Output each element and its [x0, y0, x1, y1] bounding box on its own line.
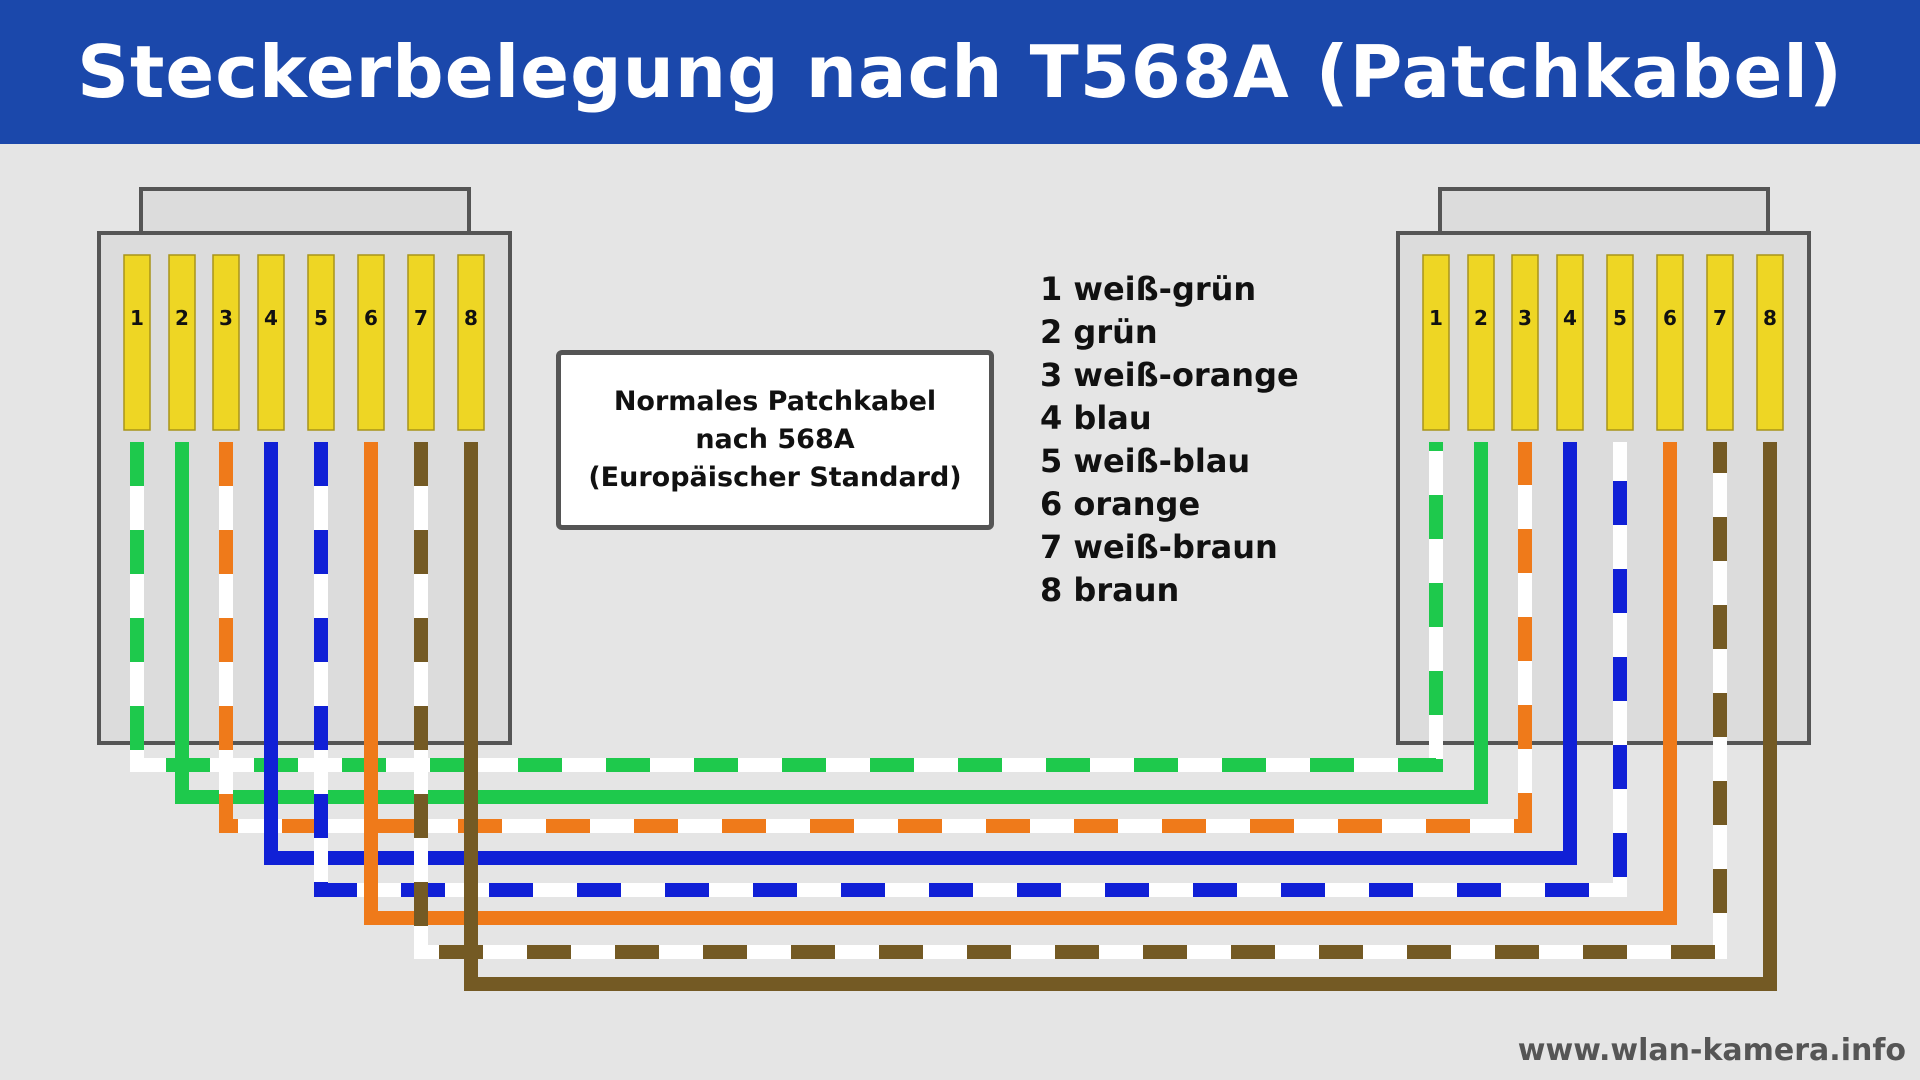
wire-5 [314, 442, 1627, 897]
pin-label: 4 [1563, 306, 1577, 330]
pin-body [457, 254, 485, 431]
pin-left-6: 6 [357, 254, 385, 431]
pin-label: 5 [1613, 306, 1627, 330]
pin-body [1656, 254, 1684, 431]
pin-label: 5 [314, 306, 328, 330]
wire-solid [175, 442, 1488, 804]
pin-body [1706, 254, 1734, 431]
pin-label: 7 [1713, 306, 1727, 330]
wire-stripe-color [130, 442, 1443, 772]
pin-label: 4 [264, 306, 278, 330]
info-box-line1: Normales Patchkabel [613, 386, 937, 417]
pin-body [1422, 254, 1450, 431]
pin-right-7: 7 [1706, 254, 1734, 431]
wire-stripe-color [314, 442, 1627, 897]
connector-right-pins: 1 2 3 4 5 6 7 8 [1422, 254, 1784, 431]
wire-6 [364, 442, 1677, 925]
pin-body [1511, 254, 1539, 431]
pin-right-1: 1 [1422, 254, 1450, 431]
pin-label: 2 [1474, 306, 1488, 330]
wire-8 [464, 442, 1777, 991]
legend-item: 6 orange [1040, 485, 1201, 523]
pin-label: 1 [130, 306, 144, 330]
connector-right-body [1396, 231, 1811, 745]
pin-left-3: 3 [212, 254, 240, 431]
legend-item: 1 weiß-grün [1040, 270, 1257, 308]
pin-right-8: 8 [1756, 254, 1784, 431]
pin-left-1: 1 [123, 254, 151, 431]
color-legend: 1 weiß-grün 2 grün 3 weiß-orange 4 blau … [1040, 268, 1299, 612]
connector-left-pins: 1 2 3 4 5 6 7 8 [123, 254, 485, 431]
wire-1 [130, 442, 1443, 772]
pin-body [257, 254, 285, 431]
pin-label: 8 [1763, 306, 1777, 330]
pin-left-2: 2 [168, 254, 196, 431]
pin-body [357, 254, 385, 431]
pin-body [1756, 254, 1784, 431]
connector-right: 1 2 3 4 5 6 7 8 [1396, 187, 1811, 745]
pin-body [1467, 254, 1495, 431]
pin-label: 6 [364, 306, 378, 330]
info-box: Normales Patchkabel nach 568A (Europäisc… [556, 350, 994, 530]
wire-solid [464, 442, 1777, 991]
info-box-line3: (Europäischer Standard) [588, 462, 962, 493]
pin-right-5: 5 [1606, 254, 1634, 431]
legend-item: 2 grün [1040, 313, 1158, 351]
wire-stripe-color [219, 442, 1532, 833]
legend-item: 7 weiß-braun [1040, 528, 1278, 566]
pin-right-2: 2 [1467, 254, 1495, 431]
header-bar: Steckerbelegung nach T568A (Patchkabel) [0, 0, 1920, 144]
connector-left: 1 2 3 4 5 6 7 8 [97, 187, 512, 745]
pin-label: 3 [1518, 306, 1532, 330]
pin-body [212, 254, 240, 431]
wire-2 [175, 442, 1488, 804]
pin-label: 1 [1429, 306, 1443, 330]
legend-item: 4 blau [1040, 399, 1152, 437]
wire-solid [264, 442, 1577, 865]
pin-body [1556, 254, 1584, 431]
pin-left-4: 4 [257, 254, 285, 431]
connector-left-latch [139, 187, 471, 235]
wire-3 [219, 442, 1532, 833]
pin-label: 8 [464, 306, 478, 330]
pin-label: 6 [1663, 306, 1677, 330]
pin-right-4: 4 [1556, 254, 1584, 431]
connector-left-body [97, 231, 512, 745]
info-box-line2: nach 568A [695, 424, 855, 455]
pin-label: 3 [219, 306, 233, 330]
wire-7 [414, 442, 1727, 959]
pin-left-5: 5 [307, 254, 335, 431]
legend-item: 3 weiß-orange [1040, 356, 1299, 394]
page-title: Steckerbelegung nach T568A (Patchkabel) [77, 30, 1843, 114]
pin-right-3: 3 [1511, 254, 1539, 431]
pin-body [307, 254, 335, 431]
connector-right-latch [1438, 187, 1770, 235]
pin-body [123, 254, 151, 431]
pin-label: 2 [175, 306, 189, 330]
watermark: www.wlan-kamera.info [1517, 1033, 1906, 1068]
pin-body [168, 254, 196, 431]
wire-4 [264, 442, 1577, 865]
pin-right-6: 6 [1656, 254, 1684, 431]
wires [130, 442, 1777, 991]
wire-solid [364, 442, 1677, 925]
pin-left-7: 7 [407, 254, 435, 431]
legend-item: 8 braun [1040, 571, 1180, 609]
wire-stripe-color [414, 442, 1727, 959]
pin-label: 7 [414, 306, 428, 330]
pin-left-8: 8 [457, 254, 485, 431]
pin-body [1606, 254, 1634, 431]
pin-body [407, 254, 435, 431]
legend-item: 5 weiß-blau [1040, 442, 1251, 480]
